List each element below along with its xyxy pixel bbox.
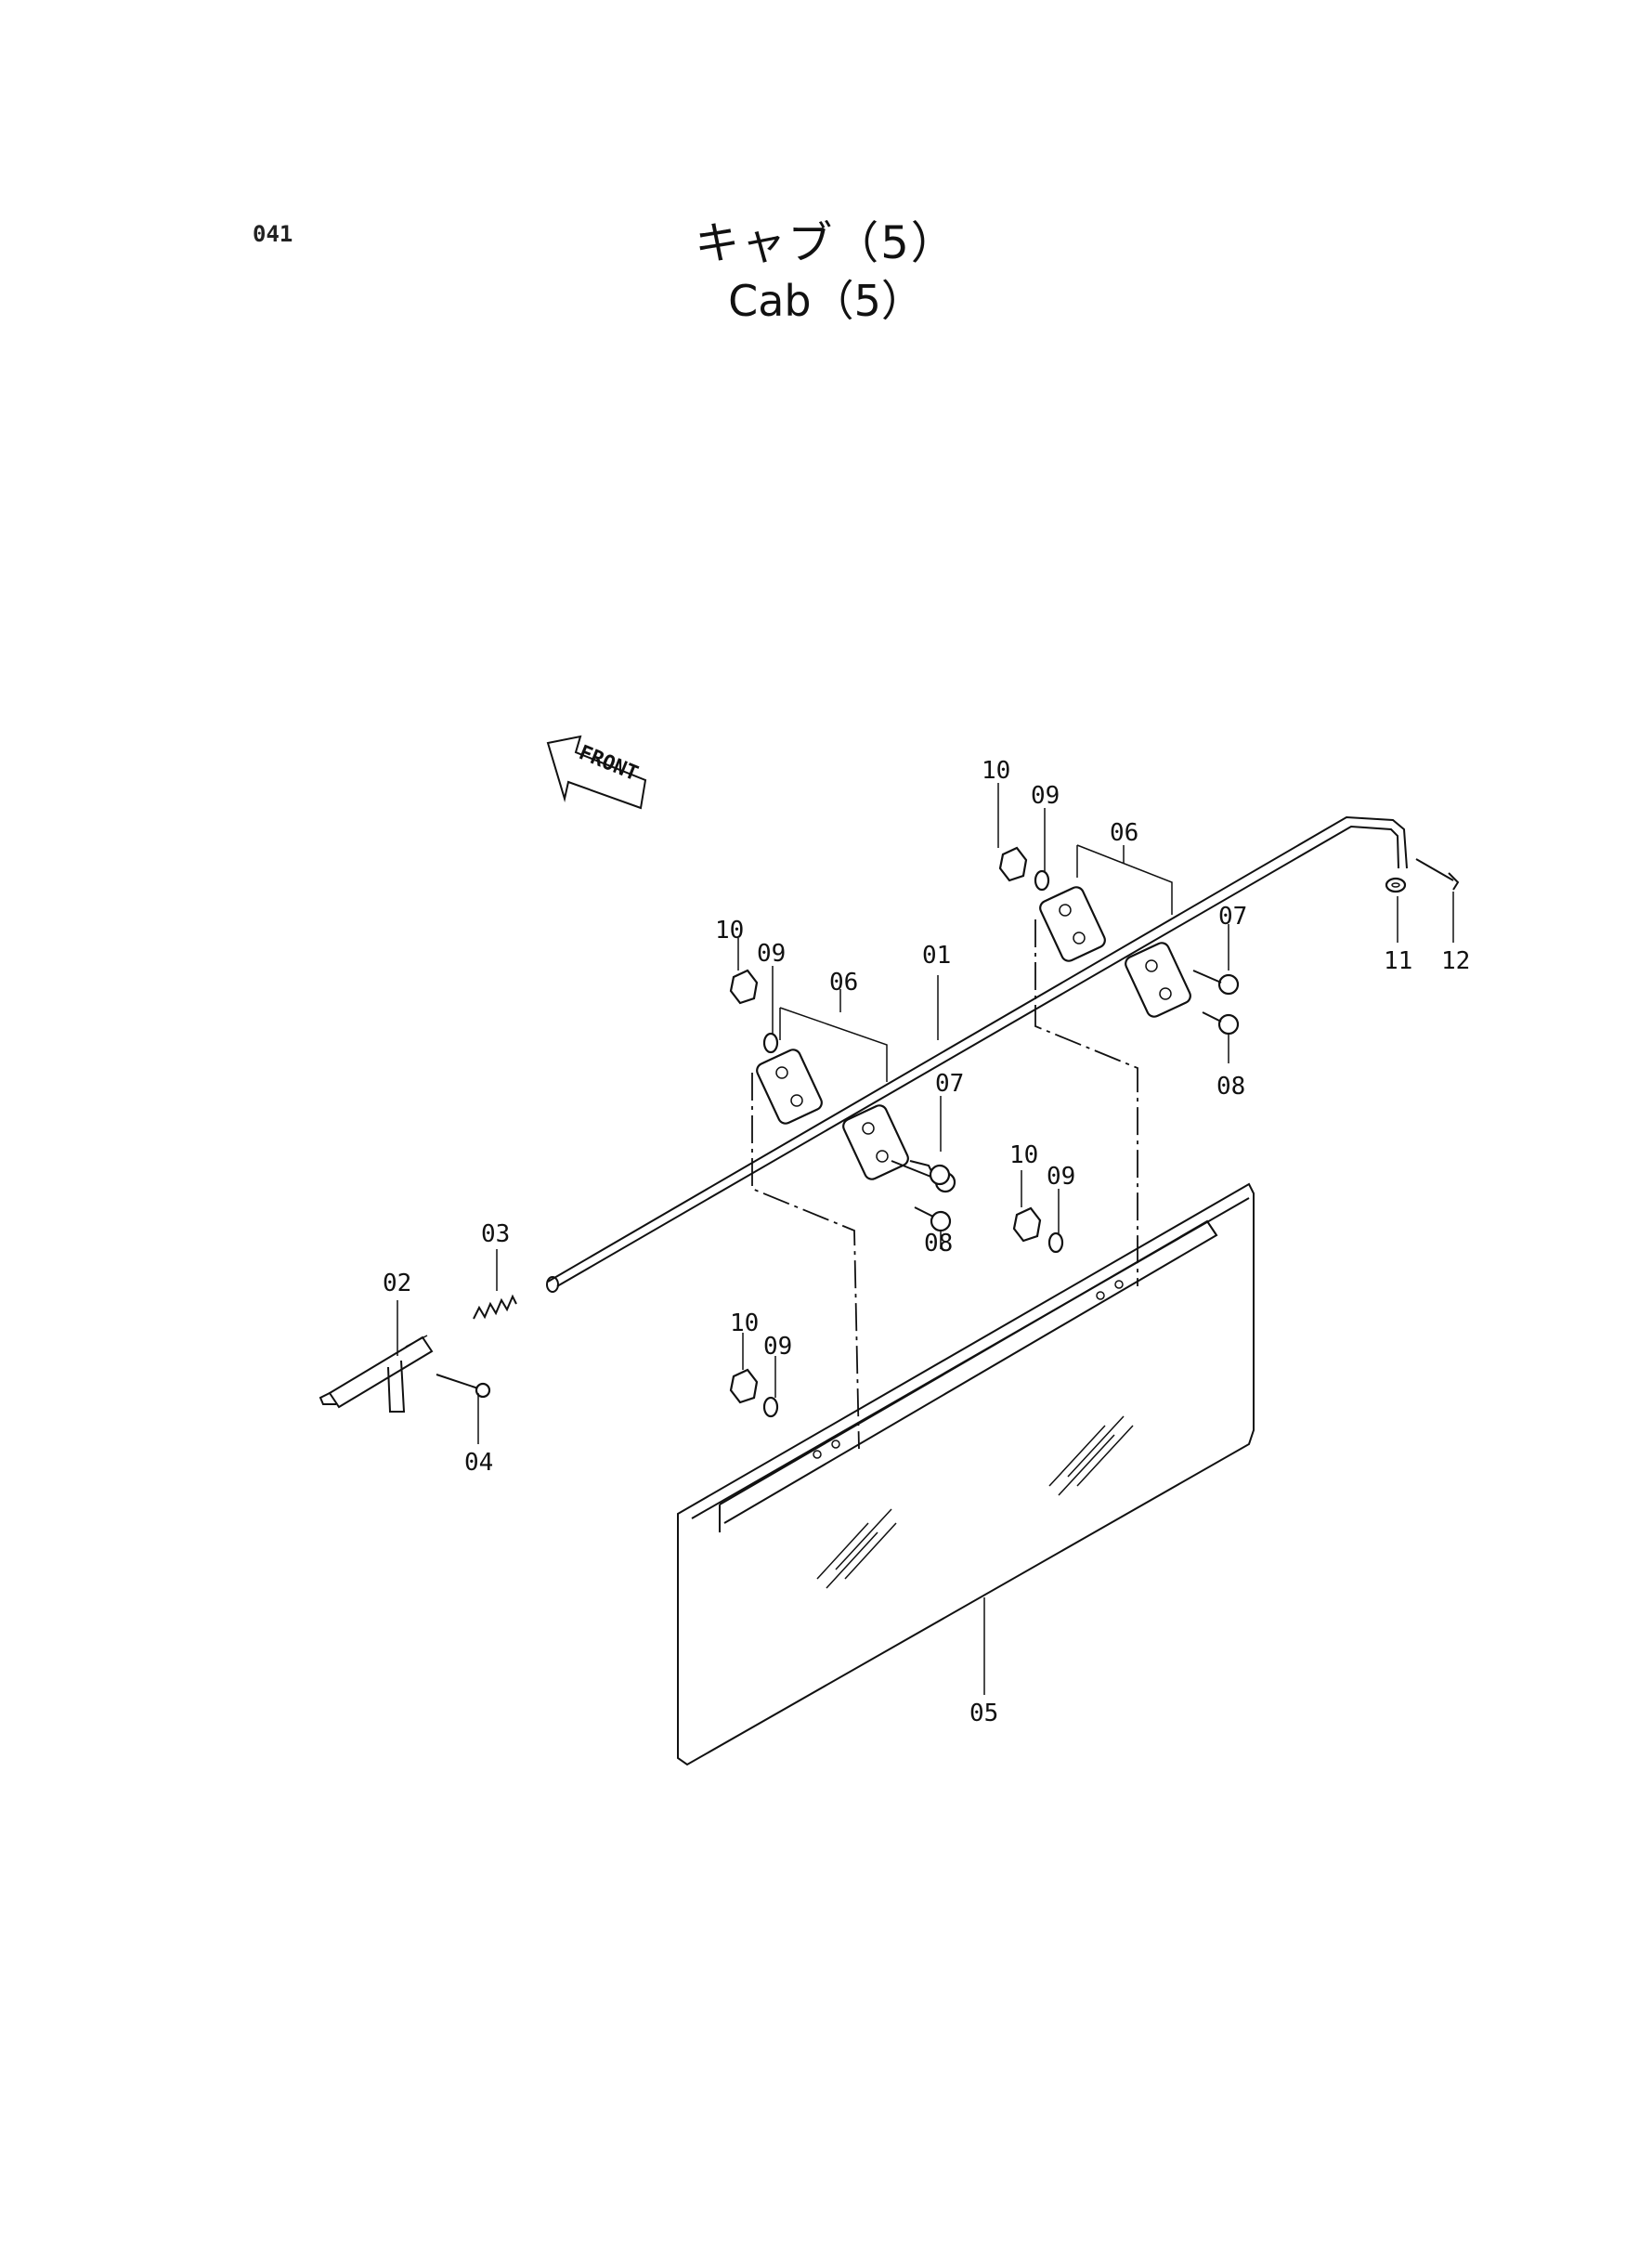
callout-10d: 10 bbox=[730, 1309, 759, 1337]
callout-09c: 09 bbox=[1047, 1163, 1075, 1191]
callout-02: 02 bbox=[383, 1270, 411, 1297]
glass-pane bbox=[677, 1182, 1255, 1766]
callout-05: 05 bbox=[969, 1700, 998, 1727]
title-english: Cab（5） bbox=[728, 276, 924, 326]
callout-10c: 10 bbox=[1009, 1141, 1038, 1169]
nuts-washers bbox=[729, 846, 1064, 1418]
screw bbox=[436, 1374, 491, 1399]
washer-pin bbox=[1385, 858, 1460, 893]
front-label: FRONT bbox=[576, 741, 642, 786]
callout-10b: 10 bbox=[982, 757, 1010, 785]
hinge-right bbox=[1039, 886, 1191, 1018]
callout-10a: 10 bbox=[715, 917, 744, 945]
callout-09d: 09 bbox=[763, 1333, 792, 1361]
title-japanese: キャブ（5） bbox=[695, 217, 957, 269]
rod bbox=[546, 815, 1408, 1293]
spring bbox=[473, 1294, 517, 1320]
callout-09a: 09 bbox=[757, 940, 786, 968]
lever bbox=[319, 1335, 434, 1413]
callout-07a: 07 bbox=[935, 1070, 964, 1098]
leader-lines bbox=[397, 783, 1454, 1695]
callout-03: 03 bbox=[481, 1220, 510, 1248]
hinge-left bbox=[756, 1049, 909, 1180]
callout-01: 01 bbox=[922, 942, 951, 970]
front-arrow: FRONT bbox=[546, 735, 647, 810]
callout-08b: 08 bbox=[1216, 1073, 1245, 1101]
callout-07b: 07 bbox=[1218, 903, 1247, 931]
callout-06b: 06 bbox=[1110, 819, 1138, 847]
callout-08a: 08 bbox=[924, 1230, 953, 1257]
page-number: 041 bbox=[253, 221, 293, 247]
bolts bbox=[891, 970, 1240, 1232]
callout-09b: 09 bbox=[1031, 782, 1060, 810]
callout-04: 04 bbox=[464, 1449, 493, 1477]
callout-06a: 06 bbox=[829, 969, 858, 997]
callout-12: 12 bbox=[1441, 947, 1470, 975]
callouts: 01 02 03 04 05 06 06 07 07 08 08 09 09 0… bbox=[383, 757, 1470, 1727]
callout-11: 11 bbox=[1384, 947, 1412, 975]
